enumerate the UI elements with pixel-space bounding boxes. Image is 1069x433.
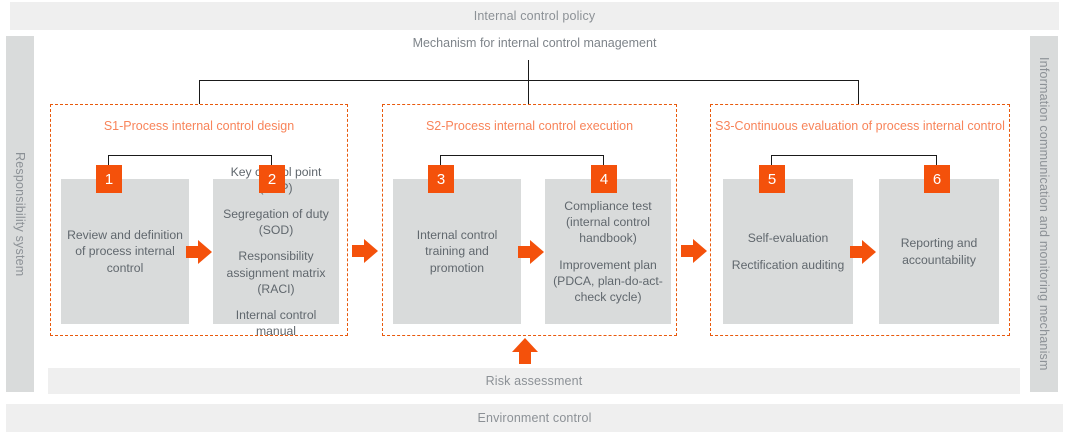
band-risk-assessment: Risk assessment xyxy=(48,368,1020,394)
connector-drop-stage-1 xyxy=(199,80,200,104)
band-environment-control-label: Environment control xyxy=(477,411,592,425)
step-card-4-line-2: Improvement plan (PDCA, plan-do-act-chec… xyxy=(553,257,663,304)
mechanism-caption: Mechanism for internal control managemen… xyxy=(412,36,657,50)
step-card-1[interactable]: Review and definition of process interna… xyxy=(61,179,189,324)
step-card-2[interactable]: Key control point (KCP) Segregation of d… xyxy=(213,165,339,338)
stage-s3-bracket-drop-5 xyxy=(771,155,772,171)
step-card-2-line-3: Responsibility assignment matrix (RACI) xyxy=(226,249,326,296)
sidebar-information-communication: Information communication and monitoring… xyxy=(1030,36,1058,392)
stage-s2-bracket-bar xyxy=(440,155,603,156)
step-card-3-line-1: Internal control training and promotion xyxy=(416,228,498,275)
step-card-2-line-4: Internal control manual xyxy=(235,307,317,338)
step-card-6[interactable]: Reporting and accountability xyxy=(879,179,999,324)
stage-s1-bracket-bar xyxy=(108,155,271,156)
connector-drop-stage-2 xyxy=(528,80,529,104)
stage-s2-title: S2-Process internal control execution xyxy=(425,119,634,133)
stage-s3-bracket-drop-6 xyxy=(936,155,937,171)
connector-horizontal-bar xyxy=(199,80,859,81)
arrow-stage-2-to-3-icon xyxy=(681,239,707,263)
connector-stem-vertical xyxy=(528,60,529,81)
stage-s2-bracket-drop-4 xyxy=(603,155,604,171)
step-badge-6: 6 xyxy=(924,165,950,193)
sidebar-information-communication-label: Information communication and monitoring… xyxy=(1037,57,1051,371)
arrow-risk-assessment-up-icon xyxy=(512,338,538,364)
arrow-step-1-to-2-icon xyxy=(186,240,212,264)
step-badge-2: 2 xyxy=(259,165,285,193)
step-card-2-line-2: Segregation of duty (SOD) xyxy=(223,207,329,238)
arrow-step-3-to-4-icon xyxy=(518,240,544,264)
band-environment-control: Environment control xyxy=(6,404,1063,432)
step-card-4-line-1: Compliance test (internal control handbo… xyxy=(564,199,652,246)
band-risk-assessment-label: Risk assessment xyxy=(485,374,583,388)
step-card-6-line-1: Reporting and accountability xyxy=(900,236,978,267)
step-badge-4: 4 xyxy=(591,165,617,193)
step-card-3[interactable]: Internal control training and promotion xyxy=(393,179,521,324)
arrow-step-5-to-6-icon xyxy=(850,240,876,264)
step-badge-5: 5 xyxy=(759,165,785,193)
step-card-5[interactable]: Self-evaluation Rectification auditing xyxy=(723,179,853,324)
sidebar-responsibility-system: Responsibility system xyxy=(6,36,34,392)
stage-s2[interactable]: S2-Process internal control execution 3 … xyxy=(382,104,677,336)
stage-s1[interactable]: S1-Process internal control design 1 2 R… xyxy=(50,104,348,338)
step-card-5-line-2: Rectification auditing xyxy=(731,257,845,272)
step-card-1-line-1: Review and definition of process interna… xyxy=(67,228,183,275)
stage-s3-title: S3-Continuous evaluation of process inte… xyxy=(715,119,1005,133)
stage-s1-bracket-drop-1 xyxy=(108,155,109,171)
arrow-stage-1-to-2-icon xyxy=(352,239,378,263)
step-card-4[interactable]: Compliance test (internal control handbo… xyxy=(545,179,671,324)
connector-drop-stage-3 xyxy=(858,80,859,104)
stage-s1-bracket-drop-2 xyxy=(271,155,272,171)
sidebar-responsibility-system-label: Responsibility system xyxy=(13,151,27,277)
band-internal-control-policy: Internal control policy xyxy=(10,2,1059,30)
stage-s3-bracket-bar xyxy=(771,155,936,156)
stage-s3[interactable]: S3-Continuous evaluation of process inte… xyxy=(710,104,1010,336)
band-internal-control-policy-label: Internal control policy xyxy=(473,9,596,23)
stage-s2-bracket-drop-3 xyxy=(440,155,441,171)
step-badge-3: 3 xyxy=(428,165,454,193)
step-badge-1: 1 xyxy=(96,165,122,193)
step-card-5-line-1: Self-evaluation xyxy=(747,231,829,246)
stage-s1-title: S1-Process internal control design xyxy=(103,119,295,133)
